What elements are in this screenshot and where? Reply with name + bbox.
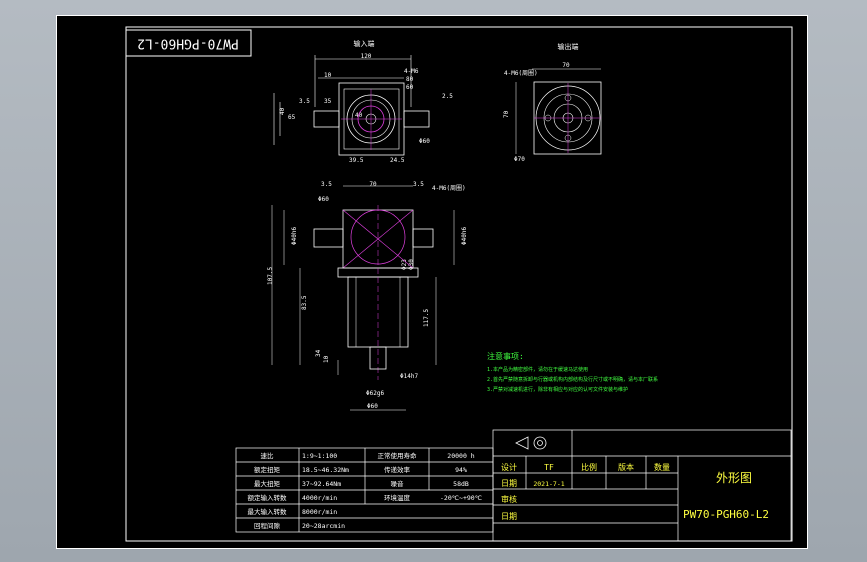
dim-120: 120: [361, 53, 372, 60]
svg-text:日期: 日期: [501, 512, 517, 521]
svg-text:Φ30: Φ30: [408, 259, 415, 270]
svg-text:版本: 版本: [618, 462, 634, 472]
output-end-label: 输出端: [558, 42, 579, 51]
svg-text:Φ40h6: Φ40h6: [461, 227, 468, 245]
svg-text:Φ62g6: Φ62g6: [366, 390, 384, 397]
svg-text:速比: 速比: [261, 451, 275, 460]
svg-text:3.5: 3.5: [413, 181, 424, 188]
svg-text:Φ60: Φ60: [367, 403, 378, 410]
svg-text:34: 34: [315, 349, 322, 357]
svg-text:Φ14h7: Φ14h7: [400, 373, 418, 380]
svg-text:最大扭矩: 最大扭矩: [254, 479, 281, 488]
code-box: [125, 29, 252, 57]
svg-text:数量: 数量: [654, 462, 670, 472]
svg-text:70: 70: [503, 110, 510, 118]
svg-text:Φ60: Φ60: [318, 196, 329, 203]
svg-text:正常使用寿命: 正常使用寿命: [378, 451, 418, 460]
svg-text:Φ40h6: Φ40h6: [291, 227, 298, 245]
svg-text:比例: 比例: [581, 462, 597, 472]
svg-text:Φ23: Φ23: [401, 259, 408, 270]
svg-text:37~92.64Nm: 37~92.64Nm: [302, 480, 341, 488]
svg-text:Φ60: Φ60: [419, 138, 430, 145]
svg-text:4-M6: 4-M6: [404, 68, 419, 75]
input-end-label: 输入端: [354, 39, 375, 48]
title-block-text: 设计 日期 审核 日期 比例 版本 数量 TF 2021-7-1 外形图 PW7…: [501, 462, 769, 521]
svg-text:107.5: 107.5: [267, 267, 274, 285]
svg-text:60: 60: [406, 84, 414, 91]
svg-text:环境温度: 环境温度: [384, 493, 411, 502]
svg-text:117.5: 117.5: [423, 309, 430, 327]
svg-text:日期: 日期: [501, 479, 517, 488]
svg-text:2021-7-1: 2021-7-1: [533, 480, 564, 488]
main-elevation-view: 3.5 70 3.5 4-M6(周圈) Φ60 Φ40h6 Φ40h6 107.…: [267, 181, 468, 411]
svg-text:4-M6(周圈): 4-M6(周圈): [504, 70, 538, 77]
specs-table: [235, 447, 494, 533]
svg-text:10: 10: [324, 72, 332, 79]
svg-text:83.5: 83.5: [301, 295, 308, 310]
svg-text:TF: TF: [544, 463, 554, 472]
svg-text:噪音: 噪音: [391, 479, 405, 488]
notes-title: 注意事项:: [487, 351, 524, 361]
svg-text:18.5~46.32Nm: 18.5~46.32Nm: [302, 466, 349, 474]
note-line-1: 1.本产品为精密部件，请勿在于缓速马达使用: [487, 366, 588, 373]
svg-text:回程间隙: 回程间隙: [254, 521, 281, 530]
svg-text:94%: 94%: [455, 466, 467, 474]
inner-frame: [125, 26, 793, 542]
svg-text:8000r/min: 8000r/min: [302, 508, 337, 516]
svg-text:最大输入转数: 最大输入转数: [248, 507, 288, 516]
notes-block: 注意事项: 1.本产品为精密部件，请勿在于缓速马达使用 2.首先严禁随意拆卸与行…: [487, 351, 658, 393]
svg-text:58dB: 58dB: [453, 480, 469, 488]
svg-text:1:9~1:100: 1:9~1:100: [302, 452, 337, 460]
svg-text:3.5: 3.5: [299, 98, 310, 105]
rotated-code: PW70-PGH60-L2: [137, 36, 239, 51]
projection-symbol: [515, 436, 547, 450]
note-line-3: 3.严禁对减速机进行，除非有相应与对应的认可文件安装与维护: [487, 386, 628, 393]
svg-text:70: 70: [562, 62, 570, 69]
outer-frame: [56, 15, 808, 549]
input-end-view: 输入端 120 10 4-M6 80 60 65 3.5 35 40 2.5 Φ…: [273, 39, 453, 164]
title-block: [492, 429, 792, 542]
svg-text:24.5: 24.5: [390, 157, 405, 164]
drawing-sheet: PW70-PGH60-L2 输入端 120 10 4-M6 80 60 65 3…: [56, 15, 808, 549]
svg-text:39.5: 39.5: [349, 157, 364, 164]
svg-text:40: 40: [279, 107, 286, 115]
svg-text:2.5: 2.5: [442, 93, 453, 100]
svg-text:额定输入转数: 额定输入转数: [248, 493, 288, 502]
svg-text:70: 70: [369, 181, 377, 188]
drawing-svg: PW70-PGH60-L2 输入端 120 10 4-M6 80 60 65 3…: [56, 15, 808, 549]
svg-text:20~28arcmin: 20~28arcmin: [302, 522, 345, 530]
svg-text:外形图: 外形图: [716, 471, 752, 485]
svg-text:额定扭矩: 额定扭矩: [254, 465, 281, 474]
svg-text:审核: 审核: [501, 494, 517, 504]
svg-text:10: 10: [323, 355, 330, 363]
svg-text:65: 65: [288, 114, 296, 121]
svg-text:35: 35: [324, 98, 332, 105]
svg-text:80: 80: [406, 76, 414, 83]
svg-text:-20℃~+90℃: -20℃~+90℃: [440, 494, 483, 502]
svg-text:传递效率: 传递效率: [384, 465, 411, 474]
svg-text:设计: 设计: [501, 462, 517, 472]
svg-text:4000r/min: 4000r/min: [302, 494, 337, 502]
svg-text:3.5: 3.5: [321, 181, 332, 188]
svg-text:20000 h: 20000 h: [447, 452, 474, 460]
specs-text: 速比 1:9~1:100 正常使用寿命 20000 h 额定扭矩 18.5~46…: [248, 451, 483, 530]
svg-text:PW70-PGH60-L2: PW70-PGH60-L2: [683, 508, 769, 521]
svg-text:4-M6(周圈): 4-M6(周圈): [432, 185, 466, 192]
note-line-2: 2.首先严禁随意拆卸与行器或机构内部结构及行尺寸或不明确，请与本厂联系: [487, 376, 658, 383]
output-end-view: 输出端 70 4-M6(周圈) 70 Φ70: [503, 42, 602, 163]
svg-text:Φ70: Φ70: [514, 156, 525, 163]
